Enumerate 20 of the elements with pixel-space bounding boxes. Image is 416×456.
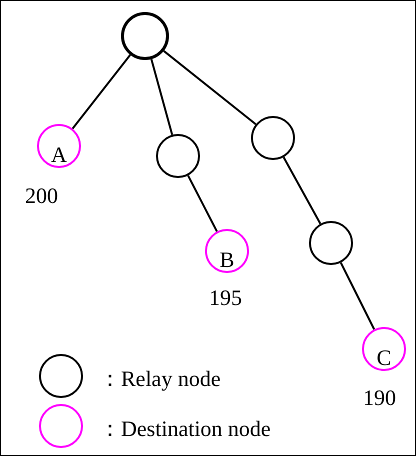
legend-text: ：Relay node — [99, 366, 221, 392]
relay-node — [121, 12, 169, 60]
value-label: 190 — [363, 385, 396, 411]
connector-line — [163, 50, 256, 126]
value-label: 195 — [209, 285, 242, 311]
destination-node — [362, 327, 406, 371]
connector-line — [150, 58, 174, 136]
destination-node — [205, 229, 249, 273]
connector-line — [340, 262, 376, 330]
legend-text: ：Destination node — [99, 416, 271, 442]
node-label: A — [50, 144, 68, 166]
connector-line — [72, 54, 131, 130]
relay-node — [309, 221, 353, 265]
node-label: B — [218, 249, 236, 271]
relay-node — [251, 116, 295, 160]
connector-line — [282, 156, 322, 224]
relay-node — [156, 134, 200, 178]
value-label: 200 — [25, 183, 58, 209]
node-label: C — [376, 347, 392, 369]
destination-node — [37, 124, 81, 168]
